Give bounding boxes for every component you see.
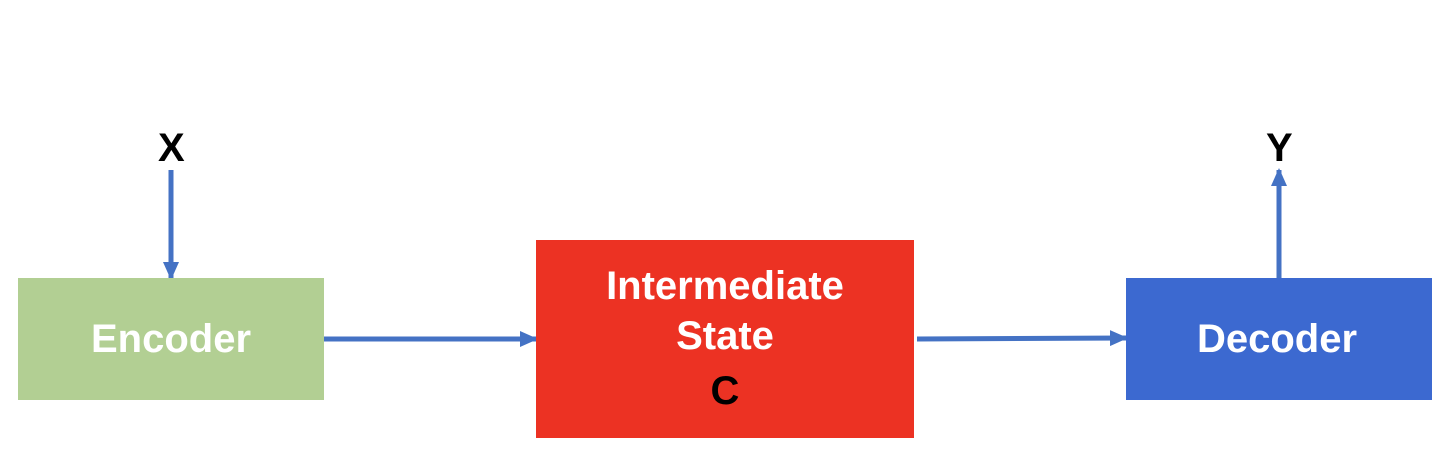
- intermediate-label-line2: State: [676, 314, 774, 358]
- output-label-y: Y: [1266, 126, 1293, 170]
- decoder-box: Decoder: [1126, 278, 1432, 400]
- encoder-label: Encoder: [90, 316, 252, 361]
- decoder-label: Decoder: [1196, 316, 1358, 361]
- intermediate-state-box: Intermediate State C: [536, 240, 914, 438]
- intermediate-label-line1: Intermediate: [606, 264, 844, 308]
- encoder-box: Encoder: [18, 278, 324, 400]
- intermediate-state-symbol: C: [710, 369, 740, 413]
- input-label-x: X: [158, 126, 185, 170]
- arrow-intermediate-to-decoder: [916, 330, 1128, 347]
